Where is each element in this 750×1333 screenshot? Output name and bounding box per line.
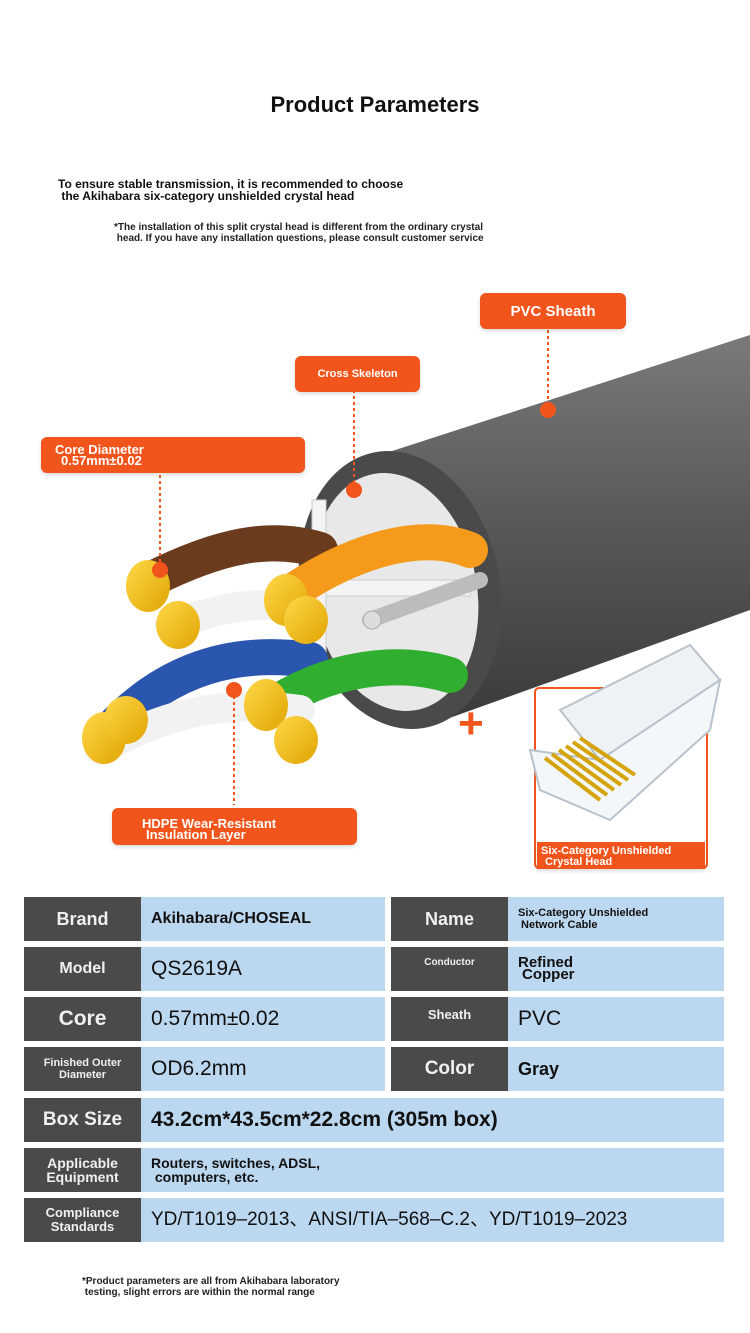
compliance-label-line1: Compliance xyxy=(45,1205,120,1220)
equipment-value: Routers, switches, ADSL, computers, etc. xyxy=(141,1148,724,1192)
pvc-sheath-label: PVC Sheath xyxy=(510,302,596,320)
compliance-label: Compliance Standards xyxy=(24,1198,141,1242)
crystal-head-callout: Six-Category Unshielded Crystal Head xyxy=(537,842,705,869)
sheath-value: PVC xyxy=(508,997,724,1041)
intro-text: To ensure stable transmission, it is rec… xyxy=(58,178,518,202)
page-title: Product Parameters xyxy=(270,92,480,117)
color-label: Color xyxy=(391,1047,508,1091)
table-row: Finished Outer Diameter OD6.2mm Color Gr… xyxy=(24,1047,724,1091)
copper-cores xyxy=(82,560,328,764)
cross-skeleton-label: Cross Skeleton xyxy=(317,367,398,380)
plus-sign: + xyxy=(458,699,484,748)
core-end xyxy=(244,679,288,731)
note-line-1: *The installation of this split crystal … xyxy=(114,222,483,233)
marker-pvc xyxy=(540,402,556,418)
equipment-label: Applicable Equipment xyxy=(24,1148,141,1192)
ripcord-end xyxy=(362,610,382,630)
table-row: Model QS2619A Conductor Refined Copper xyxy=(24,947,724,991)
core-end xyxy=(104,696,148,744)
footer-note: *Product parameters are all from Akihaba… xyxy=(82,1276,502,1298)
core-end xyxy=(284,596,328,644)
table-row: Compliance Standards YD/T1019–2013、ANSI/… xyxy=(24,1198,724,1242)
outer-diameter-label-line2: Diameter xyxy=(58,1069,107,1081)
cross-skeleton-callout: Cross Skeleton xyxy=(295,356,420,392)
marker-core xyxy=(152,562,168,578)
footer-line-1: *Product parameters are all from Akihaba… xyxy=(82,1276,340,1287)
table-row: Brand Akihabara/CHOSEAL Name Six-Categor… xyxy=(24,897,724,941)
equipment-label-line2: Equipment xyxy=(46,1169,119,1185)
conductor-label: Conductor xyxy=(391,947,508,991)
crystal-head-label-line1: Six-Category Unshielded xyxy=(541,845,672,857)
ripcord xyxy=(362,572,488,628)
table-row: Applicable Equipment Routers, switches, … xyxy=(24,1148,724,1192)
cable-cutaway-graphic xyxy=(82,330,750,869)
core-diameter-label: Core Diameter xyxy=(55,442,144,457)
name-value-line2: Network Cable xyxy=(518,919,598,931)
equipment-value-line1: Routers, switches, ADSL, xyxy=(151,1155,321,1171)
core-end xyxy=(156,601,200,649)
hdpe-label-line1: HDPE Wear-Resistant xyxy=(142,816,277,831)
conductor-value: Refined Copper xyxy=(508,947,724,991)
core-end xyxy=(274,716,318,764)
color-value: Gray xyxy=(508,1047,724,1091)
brown-wire xyxy=(132,525,338,598)
conductor-value-line1: Refined xyxy=(518,954,574,971)
installation-note: *The installation of this split crystal … xyxy=(114,222,634,244)
conductor-value-line2: Copper xyxy=(522,966,575,983)
core-label: Core xyxy=(24,997,141,1041)
cable-illustration: PVC Sheath Cross Skeleton Core Diameter … xyxy=(0,280,750,880)
note-line-2: head. If you have any installation quest… xyxy=(114,233,484,244)
marker-hdpe xyxy=(226,682,242,698)
box-size-label: Box Size xyxy=(24,1098,141,1142)
box-size-value: 43.2cm*43.5cm*22.8cm (305m box) xyxy=(141,1098,724,1142)
crystal-head-graphic xyxy=(528,643,722,822)
orange-wire xyxy=(262,524,488,618)
name-value-line1: Six-Category Unshielded xyxy=(518,907,649,919)
hdpe-callout: HDPE Wear-Resistant Insulation Layer xyxy=(112,808,357,845)
compliance-label-line2: Standards xyxy=(50,1219,115,1234)
equipment-label-line1: Applicable xyxy=(47,1155,118,1171)
pvc-sheath-callout: PVC Sheath xyxy=(480,293,626,329)
core-diameter-callout: Core Diameter 0.57mm±0.02 xyxy=(41,437,305,473)
table-row: Box Size 43.2cm*43.5cm*22.8cm (305m box) xyxy=(24,1098,724,1142)
outer-diameter-value: OD6.2mm xyxy=(141,1047,385,1091)
outer-diameter-label: Finished Outer Diameter xyxy=(24,1047,141,1091)
intro-line-1: To ensure stable transmission, it is rec… xyxy=(58,177,404,191)
model-value: QS2619A xyxy=(141,947,385,991)
model-label: Model xyxy=(24,947,141,991)
marker-skeleton xyxy=(346,482,362,498)
footer-line-2: testing, slight errors are within the no… xyxy=(82,1287,315,1298)
sheath-label: Sheath xyxy=(391,997,508,1041)
table-row: Core 0.57mm±0.02 Sheath PVC xyxy=(24,997,724,1041)
core-value: 0.57mm±0.02 xyxy=(141,997,385,1041)
name-label: Name xyxy=(391,897,508,941)
core-diameter-value: 0.57mm±0.02 xyxy=(61,453,142,468)
brand-label: Brand xyxy=(24,897,141,941)
name-value: Six-Category Unshielded Network Cable xyxy=(508,897,724,941)
hdpe-label-line2: Insulation Layer xyxy=(146,827,246,842)
equipment-value-line2: computers, etc. xyxy=(151,1169,259,1185)
compliance-value: YD/T1019–2013、ANSI/TIA–568–C.2、YD/T1019–… xyxy=(141,1198,724,1242)
brand-value: Akihabara/CHOSEAL xyxy=(141,897,385,941)
crystal-head-label-line2: Crystal Head xyxy=(545,856,613,868)
outer-diameter-label-line1: Finished Outer xyxy=(43,1057,122,1069)
intro-line-2: the Akihabara six-category unshielded cr… xyxy=(58,189,355,203)
